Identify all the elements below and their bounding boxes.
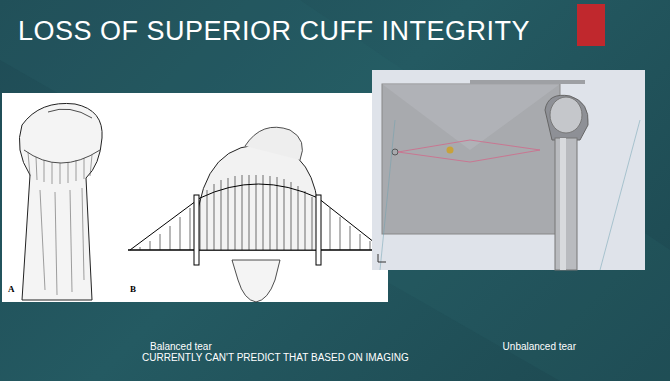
caption-note: CURRENTLY CAN'T PREDICT THAT BASED ON IM…: [142, 352, 409, 363]
caption-note: Balanced tear: [150, 341, 212, 352]
caption-note: Unbalanced tear: [503, 341, 576, 352]
slide-title: LOSS OF SUPERIOR CUFF INTEGRITY: [18, 16, 558, 47]
figure-letter: B: [130, 284, 136, 294]
figure-letter: A: [8, 284, 15, 294]
model-illustration: [372, 70, 645, 270]
accent-square: [577, 4, 605, 46]
cuff-illustration: [2, 93, 388, 302]
